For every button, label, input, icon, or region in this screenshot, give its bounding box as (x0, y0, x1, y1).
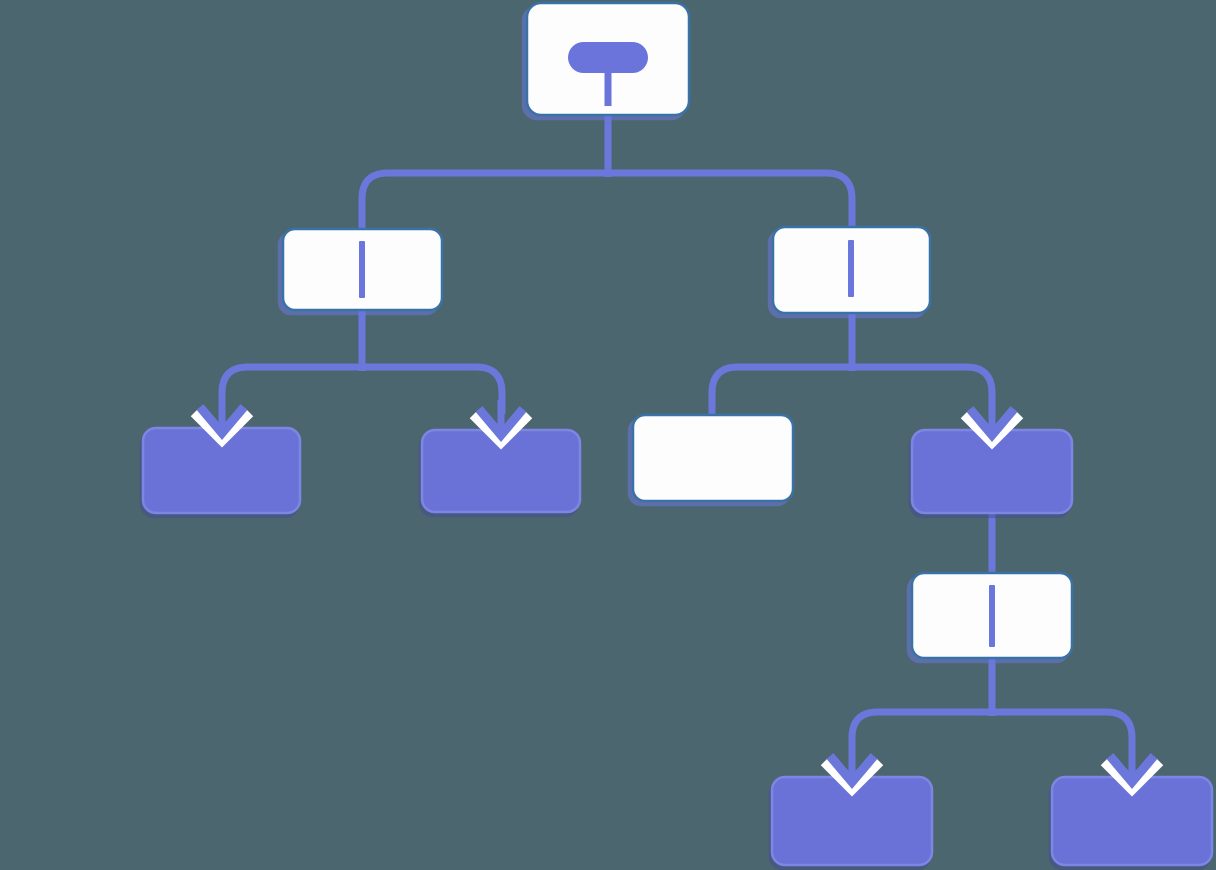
node-leaf-3[interactable] (631, 413, 795, 503)
root-pill-stem (604, 70, 612, 106)
decoration-layer (359, 42, 995, 647)
branch-right-sub-bar (989, 585, 995, 647)
arrow-leaf-4-chevron-purple-icon (966, 406, 1018, 442)
edge-layer (218, 114, 1136, 761)
edge-root-to-branches (358, 169, 856, 229)
arrow-leaf-5-chevron-purple-icon (826, 753, 878, 789)
root-pill-placeholder (568, 42, 648, 73)
branch-left-bar (359, 241, 365, 298)
branch-right-bar (848, 240, 854, 297)
arrow-layer (190, 398, 1164, 797)
arrow-leaf-2-chevron-purple-icon (475, 406, 527, 442)
edge-branch-right-to-leaves (708, 363, 996, 415)
node-layer (141, 1, 1214, 867)
edge-branch-left-to-leaves (218, 363, 506, 414)
arrow-leaf-6-chevron-purple-icon (1106, 753, 1158, 789)
edge-sub-to-leaves (848, 708, 1136, 761)
arrow-leaf-1-chevron-purple-icon (196, 404, 248, 440)
